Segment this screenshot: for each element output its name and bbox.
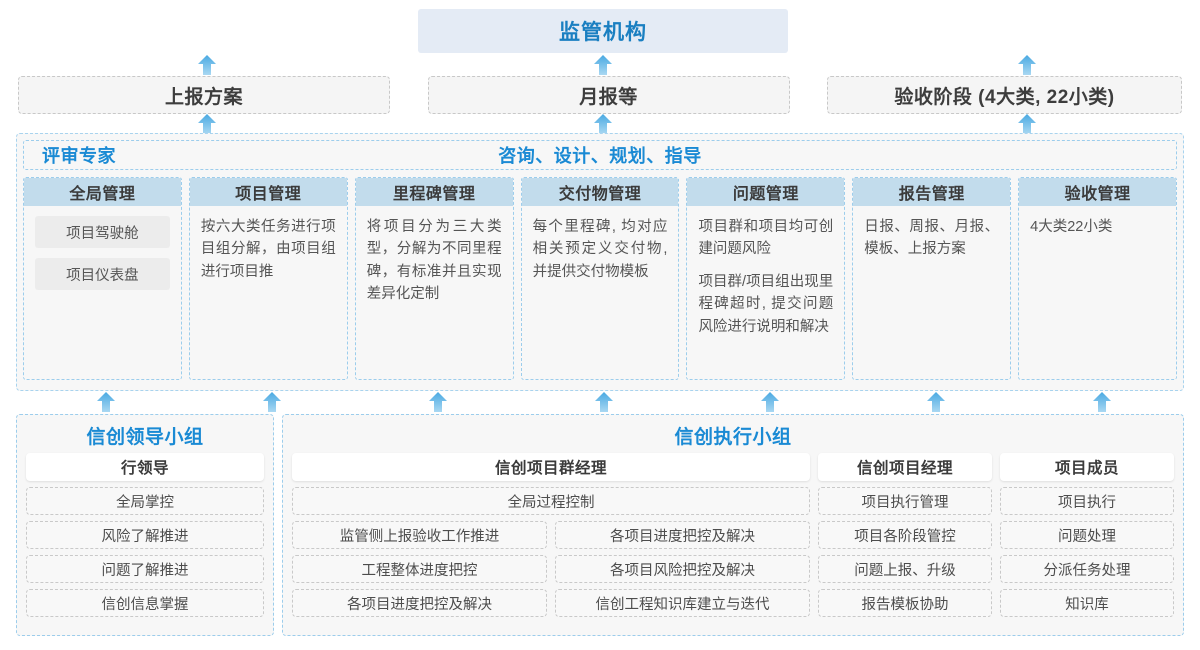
arrow-up-icon [592, 54, 614, 76]
column-title: 项目管理 [189, 178, 347, 206]
task-item[interactable]: 问题上报、升级 [818, 555, 992, 583]
task-item[interactable]: 报告模板协助 [818, 589, 992, 617]
regulator-box: 监管机构 [418, 9, 788, 53]
report-box-acceptance[interactable]: 验收阶段 (4大类, 22小类) [827, 76, 1182, 114]
report-row: 上报方案 月报等 验收阶段 (4大类, 22小类) [18, 76, 1182, 114]
column-title: 报告管理 [853, 178, 1011, 206]
task-item[interactable]: 全局过程控制 [292, 487, 810, 515]
project-manager-column: 信创项目经理 项目执行管理 项目各阶段管控 问题上报、升级 报告模板协助 [818, 453, 992, 626]
exec-group-body: 信创项目群经理 全局过程控制 监管侧上报验收工作推进 工程整体进度把控 各项目进… [292, 453, 1174, 626]
task-item[interactable]: 信创工程知识库建立与迭代 [555, 589, 810, 617]
task-item[interactable]: 分派任务处理 [1000, 555, 1174, 583]
task-item[interactable]: 风险了解推进 [26, 521, 264, 549]
role-program-manager[interactable]: 信创项目群经理 [292, 453, 810, 481]
consulting-label: 咨询、设计、规划、指导 [498, 146, 702, 166]
column-title: 问题管理 [687, 178, 845, 206]
review-experts-label: 评审专家 [42, 146, 116, 166]
capability-column-issue[interactable]: 问题管理 项目群和项目均可创建问题风险 项目群/项目组出现里程碑超时, 提交问题… [686, 177, 846, 380]
column-paragraph: 4大类22小类 [1030, 219, 1113, 235]
column-paragraph: 按六大类任务进行项目组分解，由项目组进行项目推 [200, 219, 336, 280]
capability-column-milestone[interactable]: 里程碑管理 将项目分为三大类型，分解为不同里程碑，有标准并且实现差异化定制 [354, 177, 514, 380]
capability-column-project[interactable]: 项目管理 按六大类任务进行项目组分解，由项目组进行项目推 [188, 177, 348, 380]
task-item[interactable]: 监管侧上报验收工作推进 [292, 521, 547, 549]
arrow-up-icon [1016, 54, 1038, 76]
column-body: 项目群和项目均可创建问题风险 项目群/项目组出现里程碑超时, 提交问题风险进行说… [687, 206, 844, 379]
task-item[interactable]: 问题处理 [1000, 521, 1174, 549]
column-title: 交付物管理 [521, 178, 679, 206]
arrow-up-icon [592, 113, 614, 135]
column-title: 全局管理 [24, 178, 181, 206]
arrow-up-icon [427, 391, 449, 413]
task-item[interactable]: 问题了解推进 [26, 555, 264, 583]
chip-item[interactable]: 项目仪表盘 [35, 258, 170, 290]
project-member-column: 项目成员 项目执行 问题处理 分派任务处理 知识库 [1000, 453, 1174, 626]
capability-column-deliverable[interactable]: 交付物管理 每个里程碑, 均对应相关预定义交付物, 并提供交付物模板 [520, 177, 680, 380]
capability-panel: 评审专家 咨询、设计、规划、指导 全局管理 项目驾驶舱 项目仪表盘 项目管理 按… [16, 133, 1184, 391]
leading-group-title: 信创领导小组 [86, 427, 204, 448]
column-body: 按六大类任务进行项目组分解，由项目组进行项目推 [190, 206, 347, 379]
arrow-up-icon [925, 391, 947, 413]
task-item[interactable]: 工程整体进度把控 [292, 555, 547, 583]
column-paragraph: 每个里程碑, 均对应相关预定义交付物, 并提供交付物模板 [532, 219, 668, 280]
arrow-up-icon [196, 113, 218, 135]
capability-panel-header: 评审专家 咨询、设计、规划、指导 [23, 140, 1177, 170]
task-item[interactable]: 项目执行 [1000, 487, 1174, 515]
arrow-up-icon [95, 391, 117, 413]
column-title: 里程碑管理 [355, 178, 513, 206]
teams-section: 信创领导小组 行领导 全局掌控 风险了解推进 问题了解推进 信创信息掌握 信创执… [16, 414, 1184, 636]
capability-column-global[interactable]: 全局管理 项目驾驶舱 项目仪表盘 [23, 177, 182, 380]
capability-column-acceptance[interactable]: 验收管理 4大类22小类 [1018, 177, 1178, 380]
column-title: 验收管理 [1019, 178, 1177, 206]
report-box-plan[interactable]: 上报方案 [18, 76, 390, 114]
task-item[interactable]: 各项目进度把控及解决 [555, 521, 810, 549]
capability-column-report[interactable]: 报告管理 日报、周报、月报、模板、上报方案 [852, 177, 1012, 380]
program-manager-column: 信创项目群经理 全局过程控制 监管侧上报验收工作推进 工程整体进度把控 各项目进… [292, 453, 810, 626]
program-manager-task-grid: 监管侧上报验收工作推进 工程整体进度把控 各项目进度把控及解决 各项目进度把控及… [292, 515, 810, 617]
arrow-up-icon [593, 391, 615, 413]
column-paragraph: 项目群和项目均可创建问题风险 [698, 219, 834, 258]
capability-columns: 全局管理 项目驾驶舱 项目仪表盘 项目管理 按六大类任务进行项目组分解，由项目组… [23, 177, 1178, 380]
task-item[interactable]: 信创信息掌握 [26, 589, 264, 617]
arrow-up-icon [1091, 391, 1113, 413]
arrow-up-icon [1016, 113, 1038, 135]
column-paragraph: 日报、周报、月报、模板、上报方案 [864, 219, 1000, 258]
role-project-manager[interactable]: 信创项目经理 [818, 453, 992, 481]
arrow-up-icon [261, 391, 283, 413]
chip-item[interactable]: 项目驾驶舱 [35, 216, 170, 248]
column-body: 将项目分为三大类型，分解为不同里程碑，有标准并且实现差异化定制 [356, 206, 513, 379]
task-item[interactable]: 项目执行管理 [818, 487, 992, 515]
leading-group-panel: 信创领导小组 行领导 全局掌控 风险了解推进 问题了解推进 信创信息掌握 [16, 414, 274, 636]
column-paragraph: 项目群/项目组出现里程碑超时, 提交问题风险进行说明和解决 [698, 273, 834, 335]
role-bank-leader[interactable]: 行领导 [26, 453, 264, 481]
column-body: 日报、周报、月报、模板、上报方案 [853, 206, 1010, 379]
task-item[interactable]: 知识库 [1000, 589, 1174, 617]
task-item[interactable]: 项目各阶段管控 [818, 521, 992, 549]
column-body: 4大类22小类 [1019, 206, 1176, 379]
task-item[interactable]: 各项目风险把控及解决 [555, 555, 810, 583]
arrow-up-icon [196, 54, 218, 76]
column-body: 每个里程碑, 均对应相关预定义交付物, 并提供交付物模板 [522, 206, 679, 379]
task-item[interactable]: 各项目进度把控及解决 [292, 589, 547, 617]
exec-group-panel: 信创执行小组 信创项目群经理 全局过程控制 监管侧上报验收工作推进 工程整体进度… [282, 414, 1184, 636]
task-item[interactable]: 全局掌控 [26, 487, 264, 515]
role-project-member[interactable]: 项目成员 [1000, 453, 1174, 481]
column-paragraph: 将项目分为三大类型，分解为不同里程碑，有标准并且实现差异化定制 [366, 219, 502, 303]
column-body: 项目驾驶舱 项目仪表盘 [24, 206, 181, 379]
arrow-up-icon [759, 391, 781, 413]
regulator-label: 监管机构 [559, 21, 647, 44]
report-box-monthly[interactable]: 月报等 [427, 76, 790, 114]
exec-group-title: 信创执行小组 [674, 427, 792, 448]
